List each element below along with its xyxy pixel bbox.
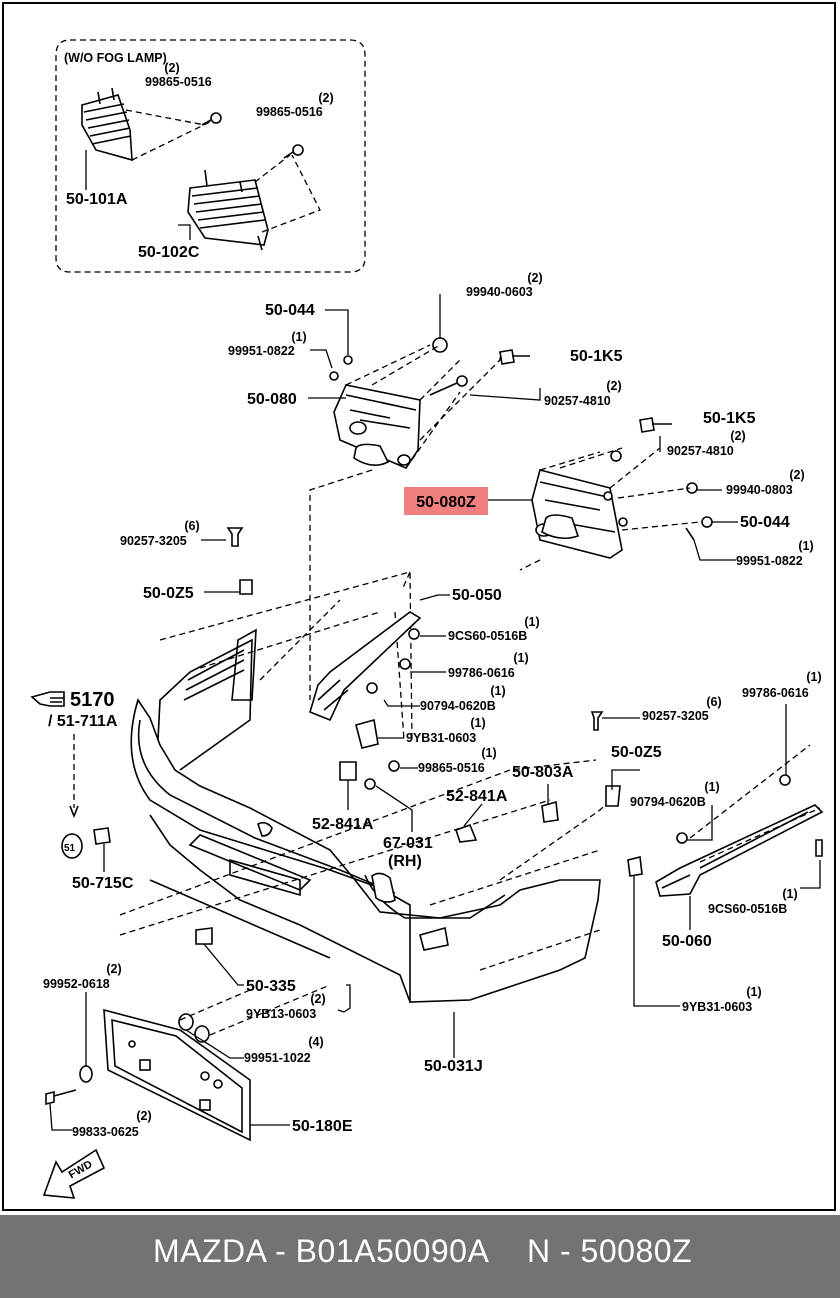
qty-label: (1) [513, 651, 528, 665]
qty-label: (2) [527, 271, 542, 285]
part-label: 50-1K5 [570, 348, 623, 365]
pointer-hand-icon [30, 691, 65, 707]
qty-label: (1) [291, 330, 306, 344]
part-label: 50-0Z5 [611, 744, 662, 761]
highlighted-part-label: 50-080Z [416, 494, 476, 511]
part-label: 50-1K5 [703, 410, 756, 427]
part-label: 50-044 [740, 514, 790, 531]
part-label: 50-050 [452, 587, 502, 604]
fasteners [61, 527, 621, 945]
part-label: 90257-4810 [544, 394, 611, 408]
part-label: 90257-3205 [642, 709, 709, 723]
part-label: 90257-4810 [667, 444, 734, 458]
part-label: 90794-0620B [420, 699, 496, 713]
footer-part-number: N - 50080Z [527, 1233, 693, 1269]
qty-label: (2) [606, 379, 621, 393]
part-label: 50-101A [66, 191, 128, 208]
part-label: 99951-0822 [228, 344, 295, 358]
part-label: 50-060 [662, 933, 712, 950]
part-label: 99940-0803 [726, 483, 793, 497]
qty-label: (2) [730, 429, 745, 443]
qty-label: (1) [490, 684, 505, 698]
part-label: 9CS60-0516B [448, 629, 527, 643]
qty-label: (6) [184, 519, 199, 533]
part-label: 99865-0516 [256, 105, 323, 119]
diagram-svg: (W/O FOG LAMP) [30, 39, 824, 1199]
part-label: 50-0Z5 [143, 585, 194, 602]
qty-label: (4) [308, 1035, 323, 1049]
fog-lamp-cover-right [187, 169, 269, 251]
qty-label: (1) [524, 615, 539, 629]
part-label: 52-841A [312, 816, 374, 833]
part-label: 9YB13-0603 [246, 1007, 316, 1021]
qty-label: (2) [310, 992, 325, 1006]
parts-diagram: (W/O FOG LAMP) [2, 2, 836, 1211]
part-label: 99833-0625 [72, 1125, 139, 1139]
part-label: 52-841A [446, 788, 508, 805]
part-label: 67-031 [383, 835, 433, 852]
part-label: 50-044 [265, 302, 315, 319]
part-label: 9CS60-0516B [708, 902, 787, 916]
part-label: 50-335 [246, 978, 296, 995]
inset-screws [125, 109, 321, 233]
leader-lines [49, 150, 821, 1131]
part-label: 99940-0603 [466, 285, 533, 299]
fog-lamp-right [531, 417, 713, 559]
section-ref-sub-label: / 51-711A [48, 713, 118, 730]
part-label: 50-803A [512, 764, 574, 781]
qty-label: (1) [782, 887, 797, 901]
qty-label: (2) [164, 61, 179, 75]
part-label: 50-180E [292, 1118, 353, 1135]
qty-label: (1) [481, 746, 496, 760]
qty-label: (1) [704, 780, 719, 794]
part-labels: (2) 99865-0516 (2) 99865-0516 50-101A 50… [43, 61, 822, 1139]
part-label: 99951-0822 [736, 554, 803, 568]
footer-brand-text: MAZDA - B01A50090A [153, 1233, 490, 1269]
qty-label: (2) [318, 91, 333, 105]
license-bracket [45, 1008, 251, 1142]
bracket-50-060 [627, 774, 824, 897]
qty-label: (6) [706, 695, 721, 709]
fog-lamp-left [329, 337, 530, 469]
part-label: 9YB31-0603 [406, 731, 476, 745]
qty-label: (1) [746, 985, 761, 999]
qty-label: (2) [106, 962, 121, 976]
footer-bar: MAZDA - B01A50090A N - 50080Z [0, 1215, 840, 1298]
part-label: 99786-0616 [448, 666, 515, 680]
part-label: 90794-0620B [630, 795, 706, 809]
qty-label: (1) [470, 716, 485, 730]
fog-lamp-cover-left [81, 87, 133, 162]
bracket-50-050 [309, 611, 422, 749]
qty-label: (2) [789, 468, 804, 482]
section-ref-label: 5170 [70, 689, 115, 711]
part-label: 99951-1022 [244, 1051, 311, 1065]
qty-label: (1) [798, 539, 813, 553]
diagram-frame [2, 2, 836, 1211]
part-label: (RH) [388, 853, 422, 870]
part-label: 99786-0616 [742, 686, 809, 700]
qty-label: (1) [806, 670, 821, 684]
ref-circle-label: 51 [64, 843, 76, 854]
part-label: 99865-0516 [418, 761, 485, 775]
highlight-box [404, 487, 488, 515]
part-label: 50-102C [138, 244, 200, 261]
inset-title: (W/O FOG LAMP) [64, 51, 167, 65]
part-label: 50-031J [424, 1058, 483, 1075]
inset-box: (W/O FOG LAMP) [55, 39, 366, 273]
part-label: 90257-3205 [120, 534, 187, 548]
fwd-arrow-icon: FWD [42, 1148, 106, 1199]
part-label: 99865-0516 [145, 75, 212, 89]
part-label: 50-715C [72, 875, 134, 892]
qty-label: (2) [136, 1109, 151, 1123]
bumper-cover [130, 628, 601, 1003]
part-label: 9YB31-0603 [682, 1000, 752, 1014]
part-label: 50-080 [247, 391, 297, 408]
part-label: 99952-0618 [43, 977, 110, 991]
